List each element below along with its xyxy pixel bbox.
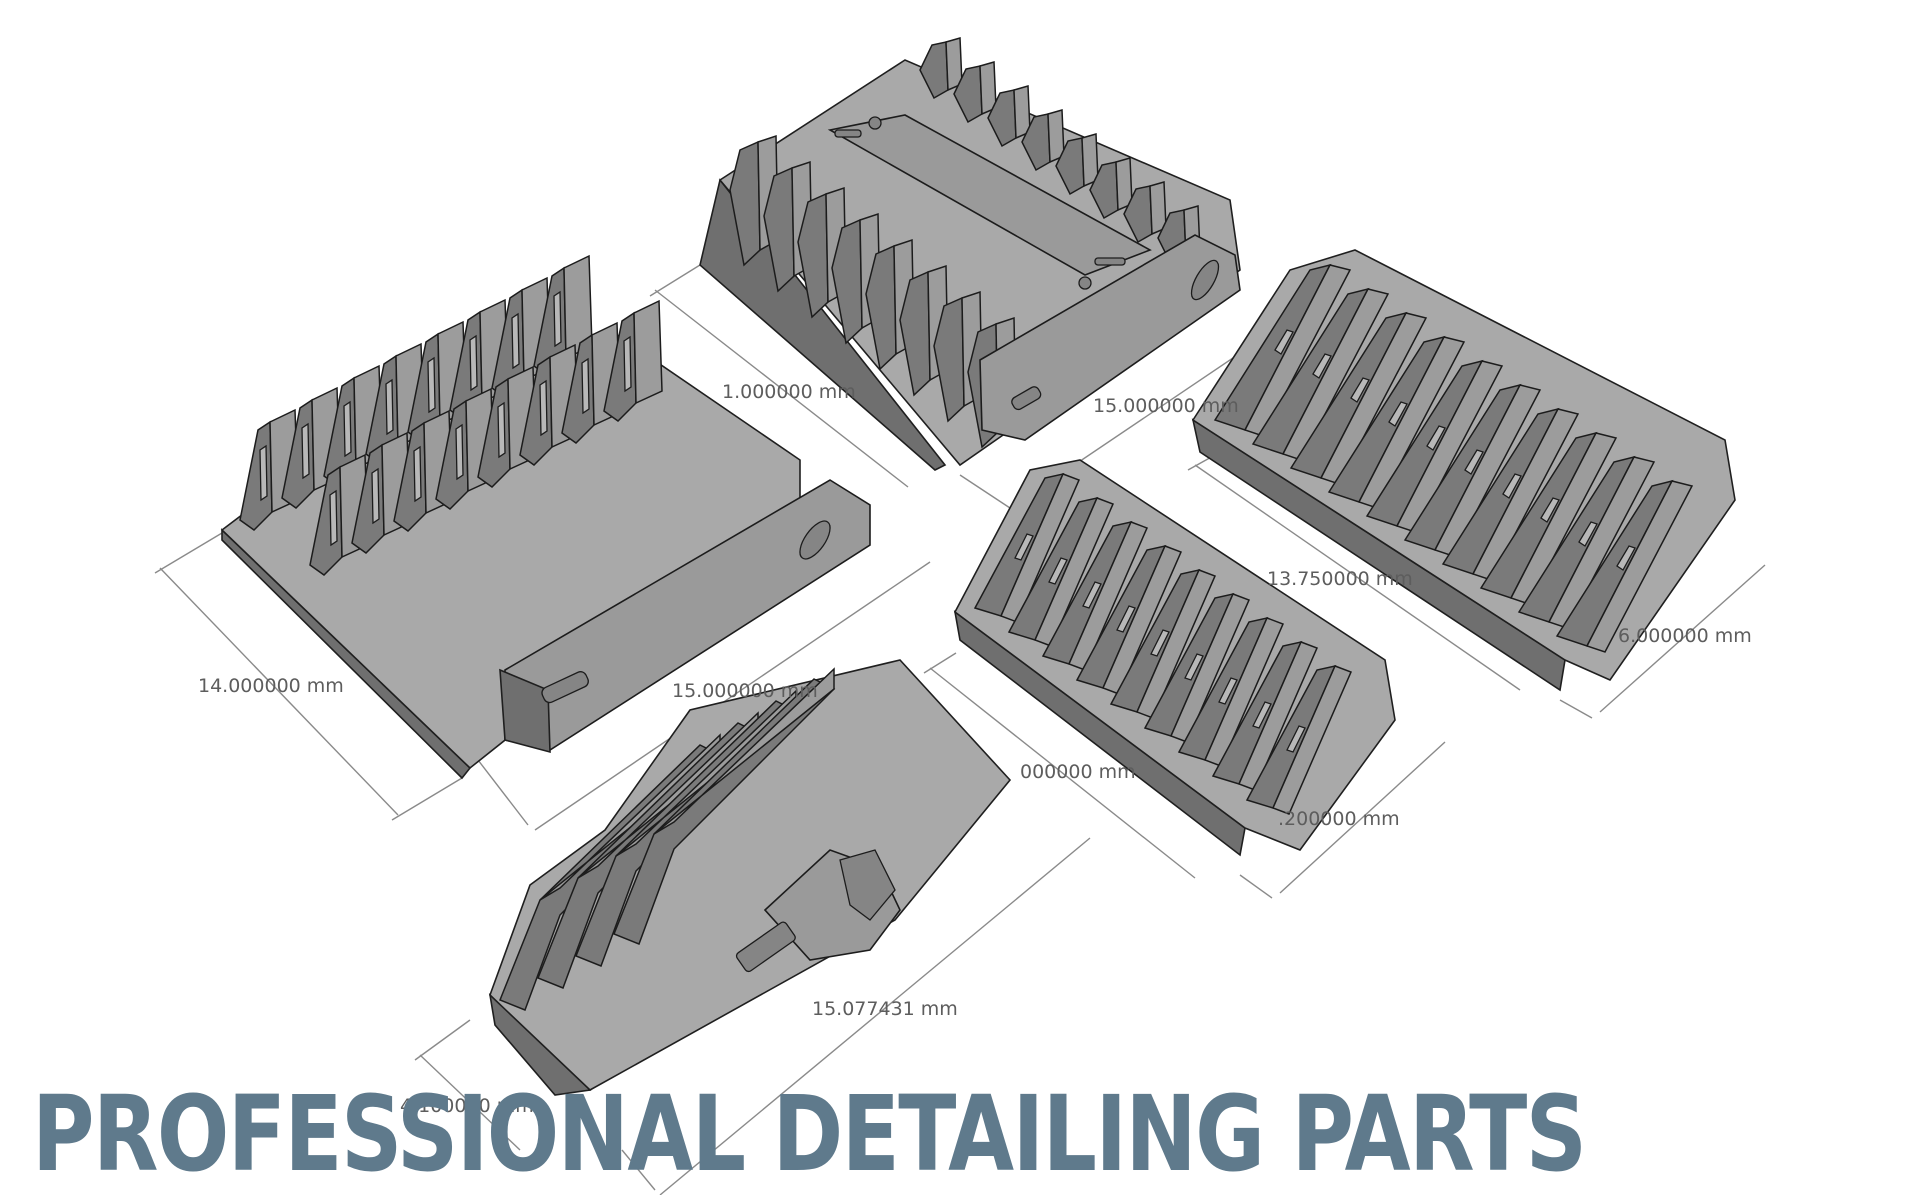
dimension-lines [154,264,1766,1195]
part-right [1191,249,1736,692]
part-bottom [488,659,1012,1096]
part-top-center [699,37,1241,471]
dim-label-right-height: 6.000000 mm [1618,625,1752,647]
part-left-large [220,254,871,780]
dim-label-middle-width: 000000 mm [1020,761,1136,783]
dim-label-top-height: 1.000000 mm [722,381,856,403]
banner-title: PROFESSIONAL DETAILING PARTS [32,1073,1587,1195]
dim-label-bottom-height: 4.100000 mm [400,1095,534,1117]
dim-label-middle-height: .200000 mm [1278,808,1400,830]
dim-label-left-width: 15.000000 mm [672,680,818,702]
dimension-labels: 14.000000 mm 15.000000 mm 1.000000 mm 15… [198,381,1752,1117]
dim-label-left-height: 14.000000 mm [198,675,344,697]
dim-label-right-width: 13.750000 mm [1267,568,1413,590]
dim-label-top-width: 15.000000 mm [1093,395,1239,417]
dim-label-bottom-width: 15.077431 mm [812,998,958,1020]
part-middle [953,459,1396,857]
